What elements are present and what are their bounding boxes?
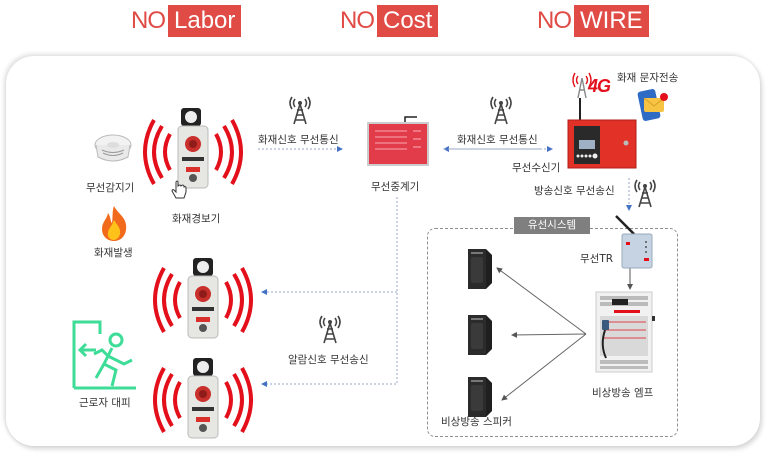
link-amp-to-speaker-3	[501, 333, 587, 401]
wireless-repeater-label: 무선중계기	[371, 181, 420, 193]
wireless-detector-label: 무선감지기	[86, 182, 135, 194]
badge-prefix: NO	[340, 7, 375, 34]
sms-phone-icon	[637, 89, 668, 121]
wireless-receiver-icon	[567, 98, 637, 169]
badge-prefix: NO	[131, 7, 166, 34]
fire-alarm-device-icon	[153, 358, 253, 439]
worker-evacuation-label: 근로자 대피	[79, 397, 131, 409]
fire-signal-wireless-label-1: 화재신호 무선통신	[258, 134, 339, 146]
fire-signal-wireless-label-2: 화재신호 무선통신	[457, 134, 538, 146]
emergency-amp-label: 비상방송 엠프	[592, 387, 654, 399]
antenna-icon	[289, 96, 311, 125]
badge-no-cost: NO Cost	[340, 5, 439, 37]
badge-prefix: NO	[537, 7, 572, 34]
fire-icon	[102, 206, 127, 241]
alarm-signal-wireless-label: 알람신호 무선송신	[288, 354, 369, 366]
antenna-icon	[634, 179, 656, 208]
hand-pointer-icon	[171, 180, 187, 199]
wireless-tr-icon	[615, 215, 653, 269]
fire-alarm-device-icon	[153, 258, 253, 339]
fire-occurs-label: 화재발생	[94, 247, 133, 259]
badge-word: Cost	[377, 5, 439, 37]
speaker-icon	[468, 249, 492, 289]
fire-sms-label: 화재 문자전송	[617, 72, 679, 84]
link-amp-to-speaker-2	[511, 331, 587, 338]
smoke-detector-icon	[94, 134, 132, 162]
fire-alarm-label: 화재경보기	[172, 213, 221, 225]
wireless-receiver-label: 무선수신기	[512, 162, 561, 174]
badge-no-labor: NO Labor	[131, 5, 242, 37]
badge-no-wire: NO WIRE	[537, 5, 649, 37]
link-repeater-to-alarms	[261, 197, 398, 387]
broadcast-signal-wireless-label: 방송신호 무선송신	[534, 185, 615, 197]
speaker-icon	[468, 377, 492, 417]
fire-alarm-device-icon	[143, 108, 243, 189]
4g-tower-icon	[572, 72, 592, 99]
link-amp-to-speaker-1	[496, 267, 587, 335]
emergency-amp-icon	[595, 291, 655, 373]
badge-word: WIRE	[574, 5, 649, 37]
network-4g-badge: 4G	[588, 76, 611, 96]
emergency-exit-icon	[72, 320, 136, 390]
wireless-repeater-icon	[367, 116, 429, 166]
emergency-speaker-label: 비상방송 스피커	[441, 416, 512, 428]
antenna-icon	[490, 96, 512, 125]
wired-system-title: 유선시스템	[514, 217, 590, 234]
wireless-tr-label: 무선TR	[580, 253, 614, 265]
speaker-icon	[468, 315, 492, 355]
antenna-icon	[319, 315, 341, 344]
badge-word: Labor	[168, 5, 242, 37]
